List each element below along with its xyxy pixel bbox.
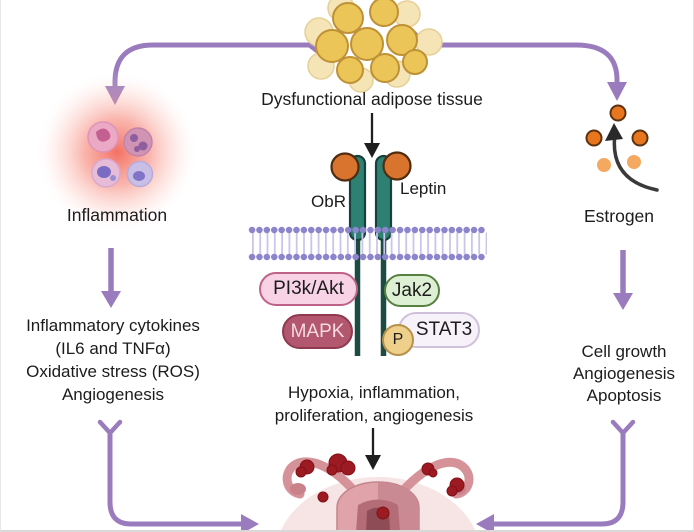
stat3-node: STAT3 (398, 312, 480, 348)
left-outcome-line: Inflammatory cytokines (26, 316, 200, 335)
inflammation-label: Inflammation (66, 205, 168, 225)
endometriosis-lesions-icon (295, 453, 465, 520)
center-outcome-line: proliferation, angiogenesis (274, 406, 474, 425)
arrowhead (241, 514, 259, 530)
inflammation-glow-icon (35, 70, 199, 234)
connector-left-outcomes-to-uterus (97, 419, 259, 530)
phosphate-badge: P (382, 324, 414, 356)
mapk-node: MAPK (282, 314, 353, 349)
adipose-tissue-icon (304, 0, 443, 93)
center-outcomes-text: Hypoxia, inflammation, proliferation, an… (245, 381, 503, 427)
right-outcome-line: Angiogenesis (572, 364, 676, 383)
arrowhead (476, 514, 494, 530)
increase-arrow (612, 132, 659, 192)
left-outcome-line: Angiogenesis (61, 385, 165, 404)
adipose-tissue-label: Dysfunctional adipose tissue (261, 89, 483, 109)
connector-right-outcomes-to-uterus (476, 419, 636, 530)
cell-membrane-icon (248, 226, 491, 261)
uterus-icon (281, 453, 475, 530)
obr-receptor-label: ObR (311, 192, 346, 211)
arrowhead (607, 82, 627, 101)
left-outcome-line: (IL6 and TNFα) (55, 339, 171, 358)
right-outcome-line: Apoptosis (586, 386, 662, 405)
leptin-ligand-icon (382, 151, 412, 181)
left-outcome-line: Oxidative stress (ROS) (26, 362, 200, 381)
arrowhead (605, 123, 623, 141)
arrow-estrogen-to-outcomes (613, 250, 633, 310)
right-outcome-line: Cell growth (581, 342, 667, 361)
right-outcomes-text: Cell growth Angiogenesis Apoptosis (541, 341, 693, 407)
pi3k-akt-node: PI3k/Akt (259, 272, 358, 306)
jak2-node: Jak2 (384, 274, 440, 307)
estrogen-molecules-icon (585, 104, 659, 192)
center-outcome-line: Hypoxia, inflammation, (288, 383, 460, 402)
estrogen-label: Estrogen (583, 206, 655, 226)
arrow-adipose-to-receptor (364, 113, 380, 158)
arrow-signaling-to-uterus (365, 428, 381, 470)
leptin-ligand-icon (330, 152, 360, 182)
leptin-label: Leptin (400, 179, 447, 198)
immune-cells-icon (87, 121, 154, 188)
left-outcomes-text: Inflammatory cytokines (IL6 and TNFα) Ox… (5, 314, 221, 406)
arrow-inflammation-to-outcomes (101, 248, 121, 308)
